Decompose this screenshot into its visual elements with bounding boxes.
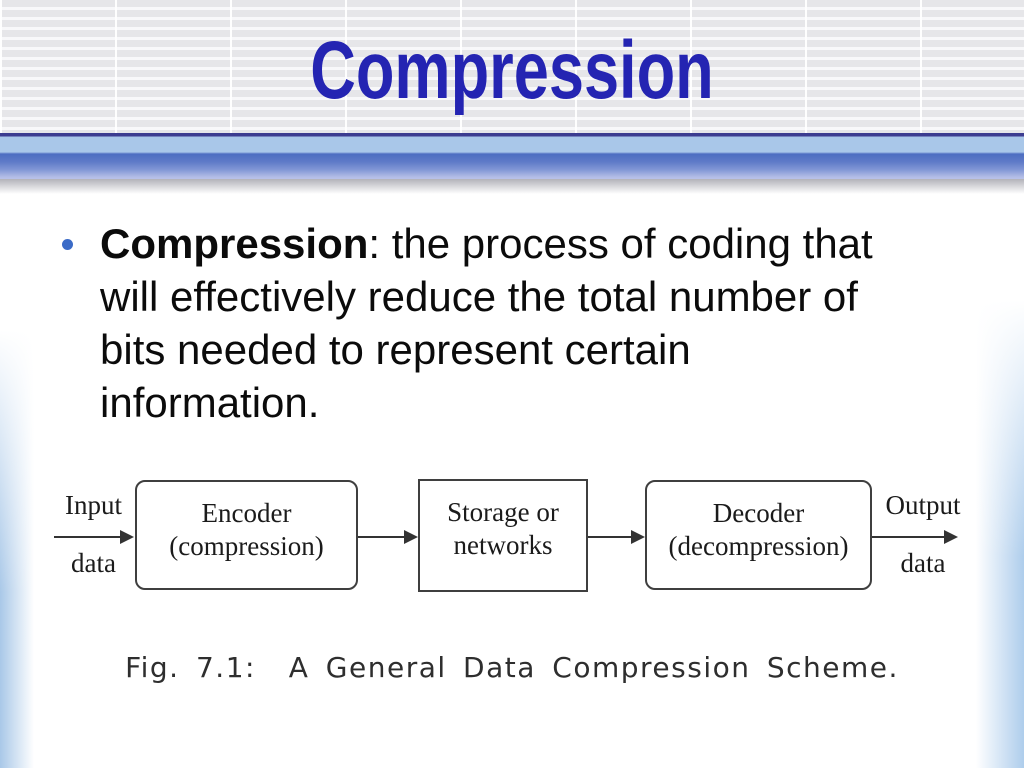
right-edge-gradient — [976, 300, 1024, 768]
figure-caption: Fig. 7.1: A General Data Compression Sch… — [125, 651, 899, 684]
arrow-storage-to-decoder — [588, 530, 645, 544]
arrow-head-icon — [944, 530, 958, 544]
arrow-line — [588, 536, 635, 538]
arrow-head-icon — [404, 530, 418, 544]
storage-box-line2: networks — [453, 530, 553, 560]
arrow-line — [358, 536, 408, 538]
header-stripe-pattern — [0, 0, 1024, 134]
arrow-head-icon — [120, 530, 134, 544]
bullet-term: Compression — [100, 220, 369, 267]
arrow-input-to-encoder — [54, 530, 134, 544]
output-label-top: Output — [885, 490, 961, 520]
left-edge-gradient — [0, 330, 34, 768]
storage-box: Storage or networks — [418, 479, 588, 592]
input-label-bottom: data — [71, 548, 116, 578]
output-label-bottom: data — [900, 548, 946, 578]
storage-box-line1: Storage or — [447, 497, 559, 527]
slide-title: Compression — [310, 25, 714, 116]
encoder-box: Encoder (compression) — [135, 480, 358, 590]
decoder-box-line1: Decoder — [712, 498, 805, 528]
bullet-item: Compression: the process of coding that … — [58, 217, 968, 429]
bullet-body: : the process of coding that will effect… — [100, 220, 873, 426]
arrow-decoder-to-output — [872, 530, 958, 544]
bullet-dot — [62, 239, 73, 250]
arrow-head-icon — [631, 530, 645, 544]
title-divider-bar — [0, 133, 1024, 179]
encoder-box-line1: Encoder — [201, 498, 292, 528]
encoder-box-line2: (compression) — [169, 531, 324, 561]
arrow-line — [54, 536, 124, 538]
arrow-encoder-to-storage — [358, 530, 418, 544]
divider-shadow — [0, 179, 1024, 194]
arrow-line — [872, 536, 948, 538]
decoder-box: Decoder (decompression) — [645, 480, 872, 590]
bullet-text: Compression: the process of coding that … — [100, 217, 968, 429]
input-label-top: Input — [65, 490, 122, 520]
decoder-box-line2: (decompression) — [668, 531, 849, 561]
